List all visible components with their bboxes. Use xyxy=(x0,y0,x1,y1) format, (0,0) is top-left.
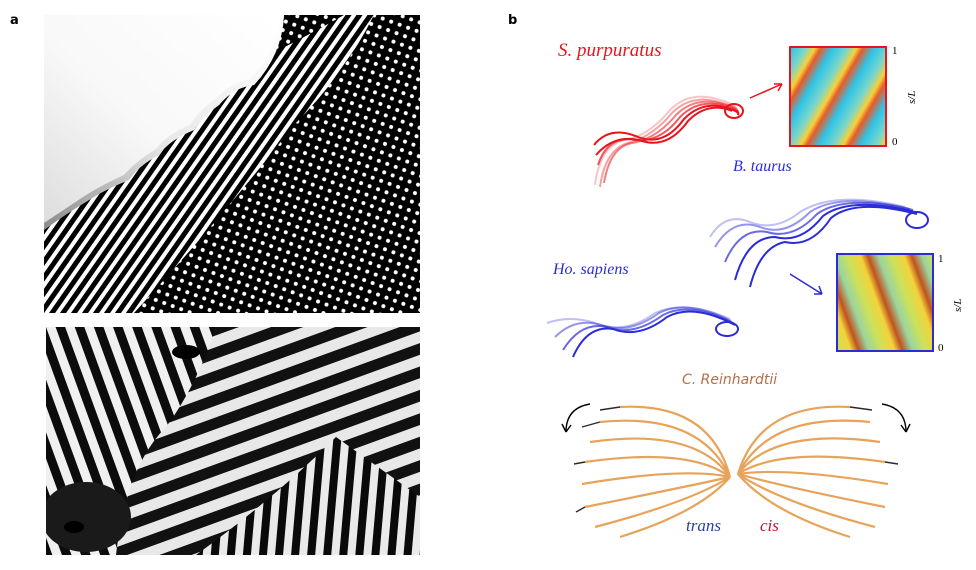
taurus-waveform xyxy=(709,198,929,288)
rotation-arrow-right xyxy=(881,403,911,433)
heatmap-bottom xyxy=(836,253,934,352)
label-b-taurus: B. taurus xyxy=(733,158,792,175)
reinhardtii-flagella xyxy=(573,405,899,539)
label-trans: trans xyxy=(686,516,721,535)
zebra-photograph xyxy=(46,327,420,555)
heatmap-top-ymax: 1 xyxy=(892,45,898,57)
label-s-purpuratus: S. purpuratus xyxy=(558,40,662,61)
heatmap-bottom-axis-label: s/L xyxy=(952,298,964,312)
arrow-top xyxy=(749,83,783,99)
rotation-arrow-left xyxy=(561,403,591,433)
panel-label-a: a xyxy=(10,13,19,28)
label-ho-sapiens: Ho. sapiens xyxy=(553,261,629,278)
heatmap-bottom-ymax: 1 xyxy=(938,253,944,265)
arrow-bottom xyxy=(789,273,823,295)
purpuratus-waveform xyxy=(593,95,744,188)
turing-pattern-image xyxy=(44,15,420,313)
heatmap-top xyxy=(789,46,887,147)
label-cis: cis xyxy=(760,516,779,535)
label-c-reinhardtii: C. Reinhardtii xyxy=(682,372,778,388)
sapiens-waveform xyxy=(546,306,739,358)
panel-label-b: b xyxy=(508,13,518,28)
heatmap-bottom-ymin: 0 xyxy=(938,342,944,354)
heatmap-top-axis-label: s/L xyxy=(906,90,918,104)
heatmap-top-ymin: 0 xyxy=(892,136,898,148)
